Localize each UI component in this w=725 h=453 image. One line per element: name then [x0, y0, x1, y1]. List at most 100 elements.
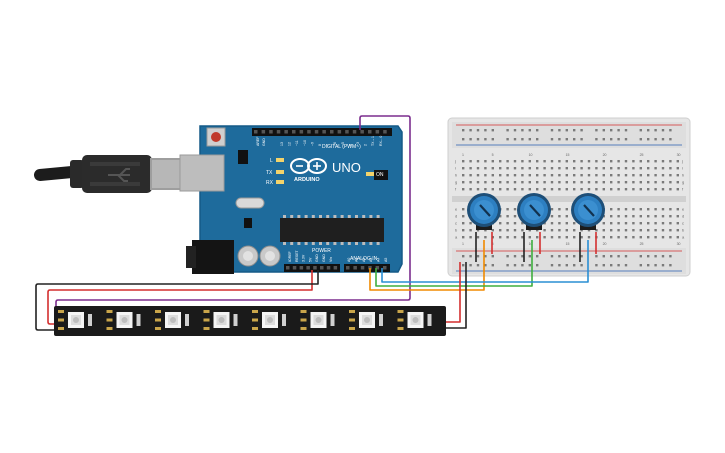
breadboard-hole[interactable]	[462, 174, 465, 177]
breadboard-hole[interactable]	[676, 188, 679, 191]
breadboard-hole[interactable]	[550, 181, 554, 184]
breadboard-hole[interactable]	[543, 181, 546, 184]
header-hole[interactable]	[286, 266, 290, 270]
header-hole[interactable]	[333, 266, 338, 270]
header-hole[interactable]	[307, 130, 311, 134]
rail-hole[interactable]	[469, 138, 472, 141]
breadboard-hole[interactable]	[573, 160, 576, 163]
rail-hole[interactable]	[617, 138, 620, 141]
arduino-uno-board[interactable]: UNO ARDUINO DIGITAL (PWM~) ANALOG IN POW…	[179, 125, 403, 274]
breadboard-hole[interactable]	[573, 174, 576, 177]
breadboard-hole[interactable]	[661, 181, 665, 184]
rail-hole[interactable]	[602, 255, 605, 258]
breadboard-hole[interactable]	[506, 181, 509, 184]
breadboard-hole[interactable]	[543, 167, 546, 170]
breadboard-hole[interactable]	[632, 229, 635, 232]
breadboard-hole[interactable]	[536, 167, 539, 170]
breadboard-hole[interactable]	[491, 160, 494, 163]
breadboard-hole[interactable]	[610, 208, 613, 211]
rail-hole[interactable]	[469, 255, 472, 258]
breadboard-hole[interactable]	[654, 181, 657, 184]
rail-hole[interactable]	[595, 138, 598, 141]
breadboard-hole[interactable]	[617, 222, 620, 225]
breadboard-hole[interactable]	[587, 236, 591, 239]
breadboard-hole[interactable]	[573, 229, 576, 232]
breadboard-hole[interactable]	[469, 174, 472, 177]
breadboard-hole[interactable]	[491, 167, 494, 170]
rail-hole[interactable]	[521, 264, 524, 267]
rail-hole[interactable]	[617, 255, 620, 258]
breadboard-hole[interactable]	[580, 229, 583, 232]
rail-hole[interactable]	[484, 129, 487, 132]
breadboard-hole[interactable]	[565, 160, 568, 163]
breadboard-hole[interactable]	[610, 181, 613, 184]
header-hole[interactable]	[326, 266, 331, 270]
breadboard-hole[interactable]	[617, 208, 620, 211]
rail-hole[interactable]	[484, 138, 487, 141]
rail-hole[interactable]	[669, 138, 672, 141]
breadboard-hole[interactable]	[536, 160, 539, 163]
breadboard-hole[interactable]	[639, 229, 642, 232]
breadboard-hole[interactable]	[513, 236, 517, 239]
breadboard-hole[interactable]	[624, 236, 628, 239]
rail-hole[interactable]	[558, 138, 561, 141]
breadboard-hole[interactable]	[565, 167, 568, 170]
breadboard-hole[interactable]	[521, 160, 524, 163]
breadboard-hole[interactable]	[676, 174, 679, 177]
breadboard-hole[interactable]	[506, 167, 509, 170]
rail-hole[interactable]	[476, 129, 480, 132]
breadboard-hole[interactable]	[484, 160, 487, 163]
rail-hole[interactable]	[521, 255, 524, 258]
breadboard-hole[interactable]	[580, 167, 583, 170]
breadboard-hole[interactable]	[462, 181, 465, 184]
rail-hole[interactable]	[669, 264, 672, 267]
breadboard-hole[interactable]	[639, 188, 642, 191]
breadboard-hole[interactable]	[499, 167, 502, 170]
breadboard-hole[interactable]	[676, 229, 679, 232]
rail-hole[interactable]	[513, 255, 517, 258]
breadboard-hole[interactable]	[550, 208, 554, 211]
breadboard-hole[interactable]	[491, 229, 494, 232]
rail-hole[interactable]	[491, 138, 494, 141]
breadboard-hole[interactable]	[602, 160, 605, 163]
header-hole[interactable]	[269, 130, 273, 134]
rail-hole[interactable]	[661, 138, 665, 141]
breadboard-hole[interactable]	[632, 222, 635, 225]
breadboard-hole[interactable]	[580, 174, 583, 177]
rail-hole[interactable]	[476, 264, 480, 267]
rail-hole[interactable]	[462, 255, 465, 258]
header-hole[interactable]	[383, 266, 387, 270]
rail-hole[interactable]	[558, 264, 561, 267]
rail-hole[interactable]	[661, 255, 665, 258]
breadboard-hole[interactable]	[521, 181, 524, 184]
breadboard-hole[interactable]	[573, 236, 576, 239]
led-pixel[interactable]	[155, 310, 189, 330]
rail-hole[interactable]	[521, 138, 524, 141]
breadboard-hole[interactable]	[476, 188, 480, 191]
rail-hole[interactable]	[462, 129, 465, 132]
breadboard-hole[interactable]	[506, 174, 509, 177]
breadboard-hole[interactable]	[491, 174, 494, 177]
breadboard-hole[interactable]	[499, 174, 502, 177]
rail-hole[interactable]	[565, 264, 568, 267]
breadboard-hole[interactable]	[565, 222, 568, 225]
rail-hole[interactable]	[476, 255, 480, 258]
rail-hole[interactable]	[617, 264, 620, 267]
breadboard-hole[interactable]	[632, 215, 635, 218]
breadboard-hole[interactable]	[617, 181, 620, 184]
breadboard-hole[interactable]	[543, 229, 546, 232]
breadboard-hole[interactable]	[669, 222, 672, 225]
rail-hole[interactable]	[610, 138, 613, 141]
breadboard-hole[interactable]	[513, 208, 517, 211]
rail-hole[interactable]	[491, 255, 494, 258]
breadboard-hole[interactable]	[528, 181, 531, 184]
breadboard-hole[interactable]	[573, 222, 576, 225]
breadboard-hole[interactable]	[506, 215, 509, 218]
breadboard-hole[interactable]	[550, 174, 554, 177]
breadboard-hole[interactable]	[513, 188, 517, 191]
breadboard-hole[interactable]	[550, 215, 554, 218]
breadboard-hole[interactable]	[602, 188, 605, 191]
rail-hole[interactable]	[617, 129, 620, 132]
breadboard-hole[interactable]	[550, 188, 554, 191]
rail-hole[interactable]	[580, 264, 583, 267]
